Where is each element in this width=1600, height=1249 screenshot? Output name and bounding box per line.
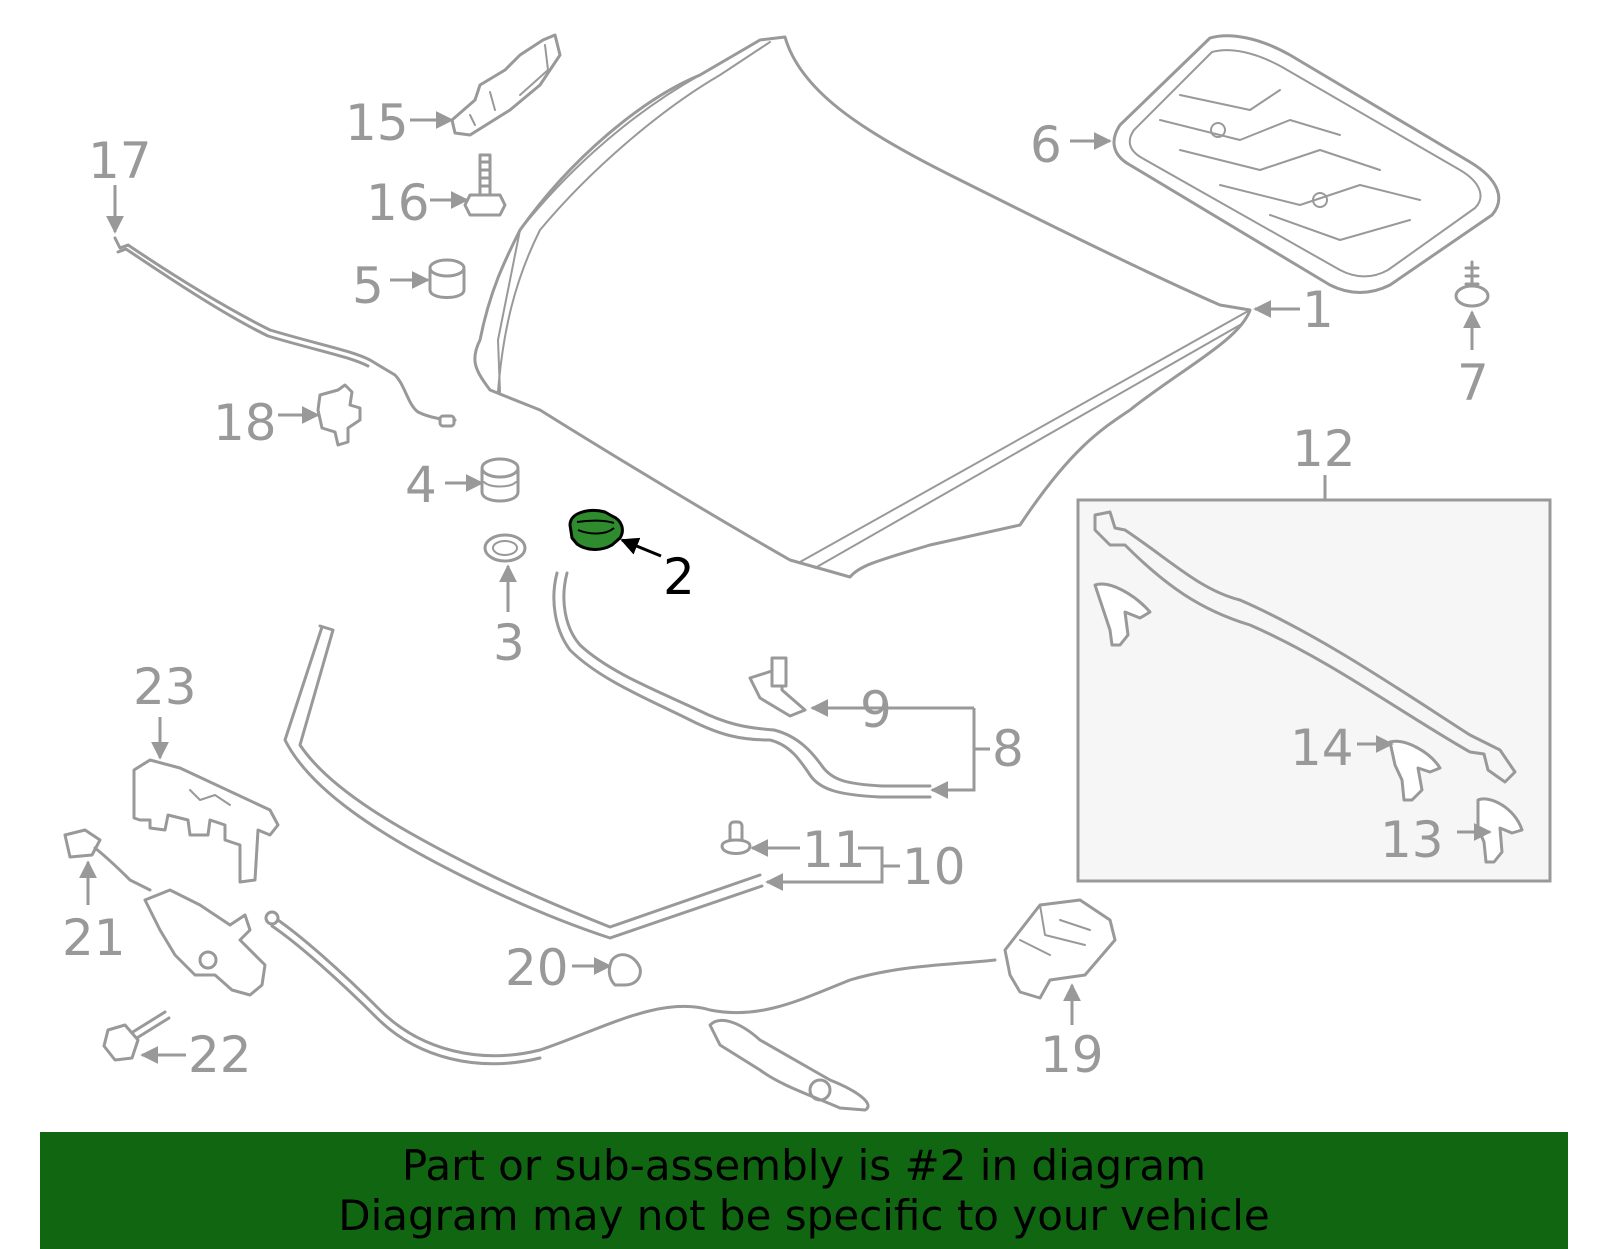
- callout-20: 20: [505, 939, 569, 997]
- clip-part-11[interactable]: [720, 820, 752, 855]
- front-seal[interactable]: [552, 571, 932, 799]
- release-handle-part-19[interactable]: [264, 898, 1117, 1112]
- bracket-part-23[interactable]: [132, 758, 280, 884]
- callout-5: 5: [352, 257, 384, 315]
- callout-13: 13: [1380, 811, 1444, 869]
- hood-panel[interactable]: [473, 35, 1252, 579]
- clip-part-14[interactable]: [1388, 739, 1442, 802]
- callout-3: 3: [493, 614, 525, 672]
- callout-18: 18: [213, 394, 277, 452]
- callout-22: 22: [188, 1026, 252, 1084]
- callout-10: 10: [902, 838, 966, 896]
- front-weatherstrip[interactable]: [283, 624, 764, 940]
- release-cable[interactable]: [113, 236, 457, 428]
- ring-part-3[interactable]: [483, 533, 527, 563]
- callout-11: 11: [802, 821, 866, 879]
- callout-9: 9: [860, 681, 892, 739]
- callout-12: 12: [1292, 420, 1356, 478]
- clip-part-20[interactable]: [607, 953, 642, 987]
- hood-insulator[interactable]: [1112, 34, 1501, 294]
- highlighted-part-2[interactable]: [568, 509, 624, 551]
- callout-1: 1: [1302, 281, 1334, 339]
- bolt-part-22[interactable]: [102, 1010, 171, 1062]
- callout-labels: 1 2 3 4 5 6 7 8 9 10 11 12 13 14 15 16 1…: [62, 94, 1489, 1084]
- seal-part-12[interactable]: [1093, 510, 1517, 784]
- hinge[interactable]: [450, 33, 562, 137]
- callout-21: 21: [62, 909, 126, 967]
- bumper-part-4[interactable]: [480, 457, 520, 503]
- callout-7: 7: [1457, 354, 1489, 412]
- clip-part-12-upper[interactable]: [1093, 582, 1152, 647]
- callout-19: 19: [1040, 1026, 1104, 1084]
- callout-23: 23: [133, 658, 197, 716]
- callout-16: 16: [366, 174, 430, 232]
- callout-6: 6: [1030, 116, 1062, 174]
- leader-lines: [79, 111, 1492, 1064]
- callout-14: 14: [1290, 719, 1354, 777]
- bumper-part-5[interactable]: [428, 258, 466, 299]
- clip-part-7[interactable]: [1454, 260, 1490, 308]
- latch-part-21[interactable]: [63, 828, 267, 997]
- clip-part-18[interactable]: [316, 383, 362, 447]
- assembly-12-box: [1076, 498, 1552, 883]
- callout-4: 4: [405, 456, 437, 514]
- info-banner: Part or sub-assembly is #2 in diagram Di…: [40, 1132, 1568, 1249]
- callout-2: 2: [663, 548, 695, 606]
- callout-8: 8: [992, 720, 1024, 778]
- clip-part-9[interactable]: [748, 656, 807, 718]
- banner-line-2: Diagram may not be specific to your vehi…: [338, 1190, 1270, 1240]
- callout-15: 15: [345, 94, 409, 152]
- callout-17: 17: [88, 132, 152, 190]
- banner-line-1: Part or sub-assembly is #2 in diagram: [401, 1140, 1207, 1190]
- clip-part-13[interactable]: [1476, 797, 1524, 864]
- bolt-part-16[interactable]: [463, 153, 507, 217]
